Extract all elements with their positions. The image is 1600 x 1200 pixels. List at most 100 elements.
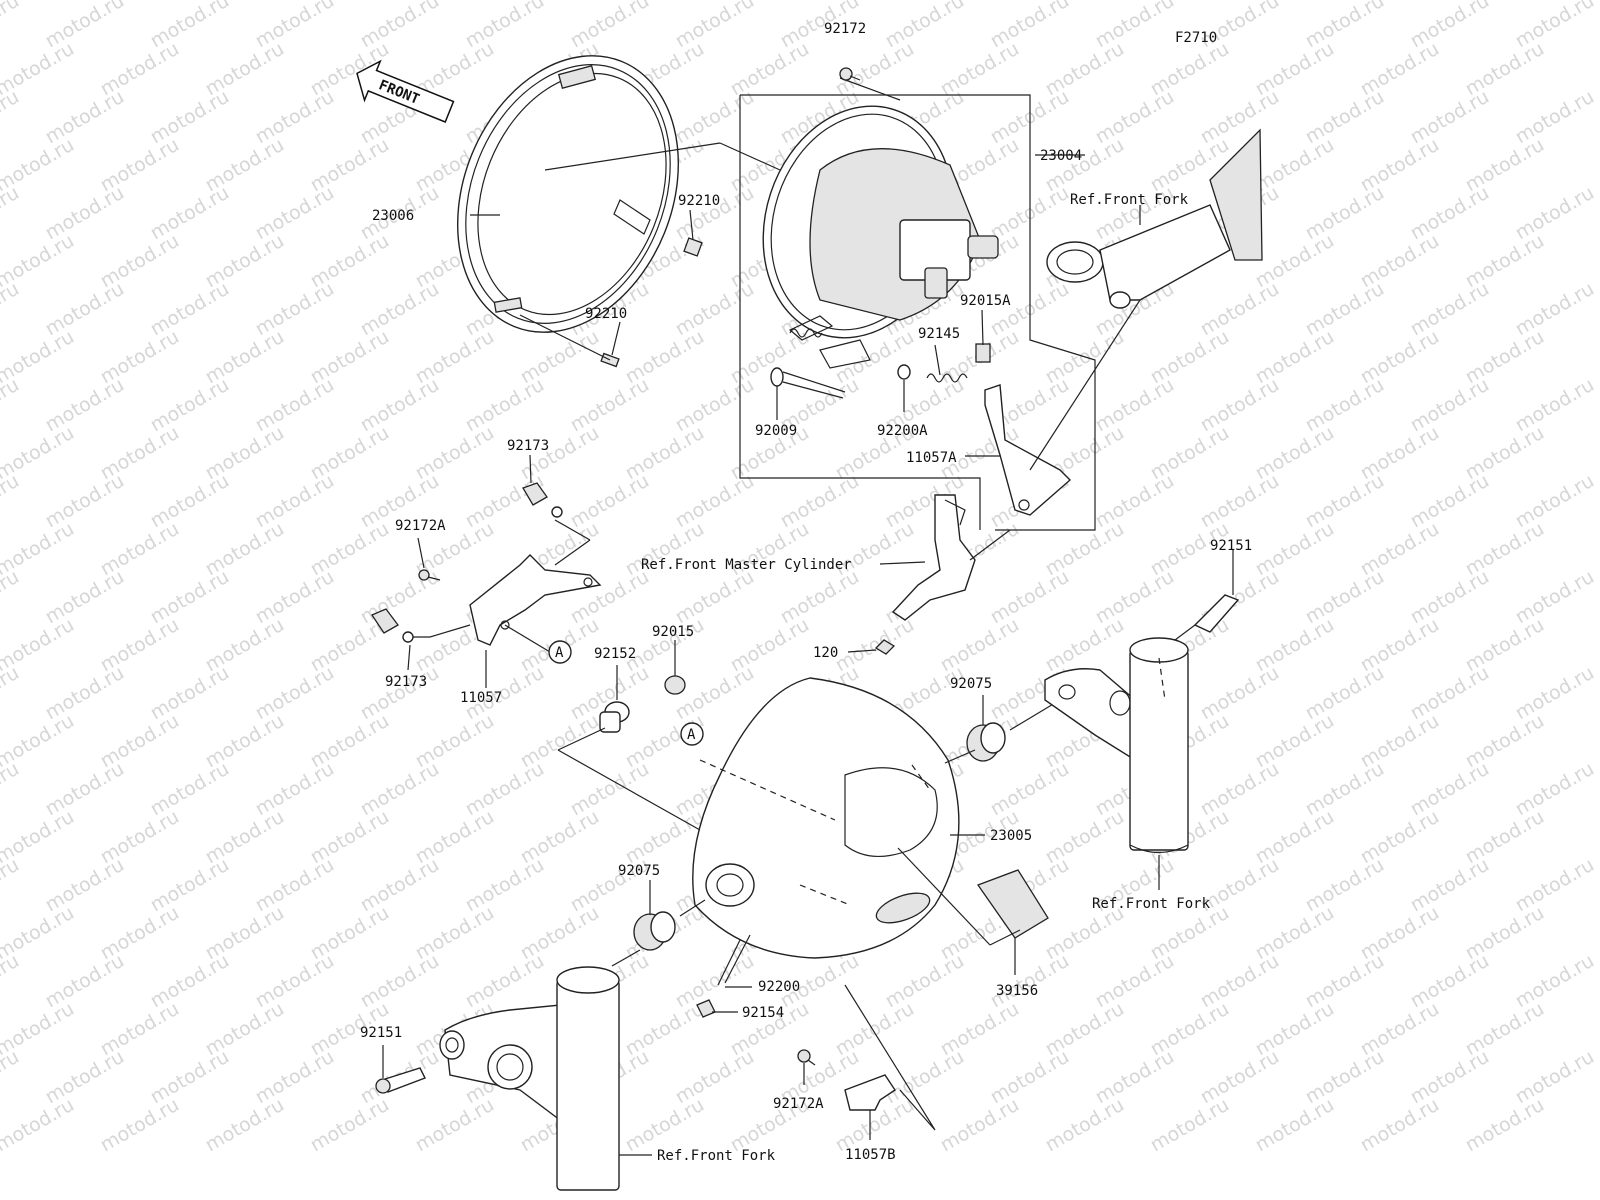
- watermark-text: motod.ru: [1042, 1094, 1128, 1157]
- watermark-text: motod.ru: [0, 374, 23, 437]
- watermark-text: motod.ru: [1407, 86, 1493, 149]
- bolt-120: [874, 639, 896, 655]
- front-fork-right: [1044, 637, 1189, 854]
- label-92015A: 92015A: [960, 293, 1011, 309]
- watermark-text: motod.ru: [252, 854, 338, 917]
- watermark-text: motod.ru: [1092, 374, 1178, 437]
- label-92145: 92145: [918, 326, 960, 342]
- watermark-text: motod.ru: [672, 470, 758, 533]
- watermark-text: motod.ru: [0, 470, 23, 533]
- watermark-text: motod.ru: [1302, 86, 1388, 149]
- label-ref-front-fork-bottom: Ref.Front Fork: [657, 1148, 776, 1164]
- label-92200: 92200: [758, 979, 800, 995]
- watermark-text: motod.ru: [357, 758, 443, 821]
- watermark-text: motod.ru: [937, 1094, 1023, 1157]
- watermark-text: motod.ru: [0, 182, 23, 245]
- watermark-text: motod.ru: [252, 182, 338, 245]
- callout-a-bracket: A: [548, 640, 572, 664]
- watermark-text: motod.ru: [252, 278, 338, 341]
- watermark-text: motod.ru: [622, 1094, 708, 1157]
- watermark-text: motod.ru: [0, 758, 23, 821]
- watermark-text: motod.ru: [672, 662, 758, 725]
- watermark-text: motod.ru: [307, 1094, 393, 1157]
- watermark-text: motod.ru: [1302, 950, 1388, 1013]
- watermark-text: motod.ru: [147, 662, 233, 725]
- label-ref-front-fork-right: Ref.Front Fork: [1092, 896, 1211, 912]
- watermark-text: motod.ru: [252, 950, 338, 1013]
- watermark-text: motod.ru: [672, 950, 758, 1013]
- watermark-text: motod.ru: [1512, 662, 1598, 725]
- label-92151-right: 92151: [1210, 538, 1252, 554]
- watermark-text: motod.ru: [1407, 662, 1493, 725]
- nut-92015: [664, 675, 686, 695]
- label-92151-left: 92151: [360, 1025, 402, 1041]
- label-92015: 92015: [652, 624, 694, 640]
- watermark-text: motod.ru: [1512, 854, 1598, 917]
- label-92075-right: 92075: [950, 676, 992, 692]
- watermark-text: motod.ru: [147, 566, 233, 629]
- label-92200A: 92200A: [877, 423, 928, 439]
- watermark-text: motod.ru: [252, 470, 338, 533]
- watermark-text: motod.ru: [0, 86, 23, 149]
- watermark-text: motod.ru: [147, 278, 233, 341]
- watermark-text: motod.ru: [672, 278, 758, 341]
- watermark-text: motod.ru: [1407, 182, 1493, 245]
- callout-a-housing: A: [680, 722, 704, 746]
- watermark-text: motod.ru: [1407, 470, 1493, 533]
- watermark-text: motod.ru: [987, 1046, 1073, 1109]
- bracket-11057B: [844, 1074, 896, 1111]
- headlight-housing-23005: [692, 677, 960, 959]
- spring-92145: [926, 373, 968, 383]
- watermark-text: motod.ru: [567, 470, 653, 533]
- watermark-text: motod.ru: [1252, 1094, 1338, 1157]
- watermark-text: motod.ru: [882, 1046, 968, 1109]
- watermark-text: motod.ru: [42, 662, 128, 725]
- watermark-text: motod.ru: [987, 950, 1073, 1013]
- label-92172A-left: 92172A: [395, 518, 446, 534]
- watermark-text: motod.ru: [462, 374, 548, 437]
- watermark-text: motod.ru: [672, 182, 758, 245]
- figure-code: F2710: [1175, 30, 1217, 46]
- watermark-text: motod.ru: [0, 1046, 23, 1109]
- watermark-text: motod.ru: [357, 566, 443, 629]
- watermark-text: motod.ru: [462, 758, 548, 821]
- watermark-text: motod.ru: [147, 374, 233, 437]
- watermark-text: motod.ru: [0, 662, 23, 725]
- watermark-text: motod.ru: [357, 950, 443, 1013]
- front-fork-left: [439, 966, 620, 1191]
- watermark-text: motod.ru: [1512, 182, 1598, 245]
- watermark-text: motod.ru: [147, 470, 233, 533]
- collar-92152: [599, 701, 630, 733]
- watermark-text: motod.ru: [252, 662, 338, 725]
- watermark-text: motod.ru: [777, 470, 863, 533]
- front-master-cylinder-bracket: [891, 494, 976, 621]
- watermark-text: motod.ru: [42, 854, 128, 917]
- label-92210-a: 92210: [678, 193, 720, 209]
- spacer-92200: [717, 934, 751, 986]
- watermark-text: motod.ru: [412, 1094, 498, 1157]
- label-120: 120: [813, 645, 838, 661]
- watermark-text: motod.ru: [1512, 566, 1598, 629]
- headlight-rim-23006: [456, 55, 781, 333]
- grommet-92075-left: [633, 911, 676, 951]
- watermark-text: motod.ru: [1302, 566, 1388, 629]
- headlight-unit-23004: [762, 105, 999, 369]
- watermark-text: motod.ru: [1147, 1094, 1233, 1157]
- watermark-text: motod.ru: [147, 950, 233, 1013]
- label-39156: 39156: [996, 983, 1038, 999]
- label-92152: 92152: [594, 646, 636, 662]
- watermark-text: motod.ru: [0, 1094, 78, 1157]
- watermark-text: motod.ru: [1197, 950, 1283, 1013]
- label-23005: 23005: [990, 828, 1032, 844]
- bolt-92151-right: [1174, 594, 1240, 641]
- watermark-text: motod.ru: [1197, 470, 1283, 533]
- watermark-text: motod.ru: [1197, 1046, 1283, 1109]
- watermark-text: motod.ru: [42, 470, 128, 533]
- watermark-text: motod.ru: [0, 854, 23, 917]
- watermark-text: motod.ru: [1512, 758, 1598, 821]
- watermark-text: motod.ru: [567, 758, 653, 821]
- watermark-text: motod.ru: [252, 758, 338, 821]
- pad-39156: [976, 869, 1049, 939]
- screw-92172A-left: [418, 569, 441, 581]
- watermark-text: motod.ru: [462, 854, 548, 917]
